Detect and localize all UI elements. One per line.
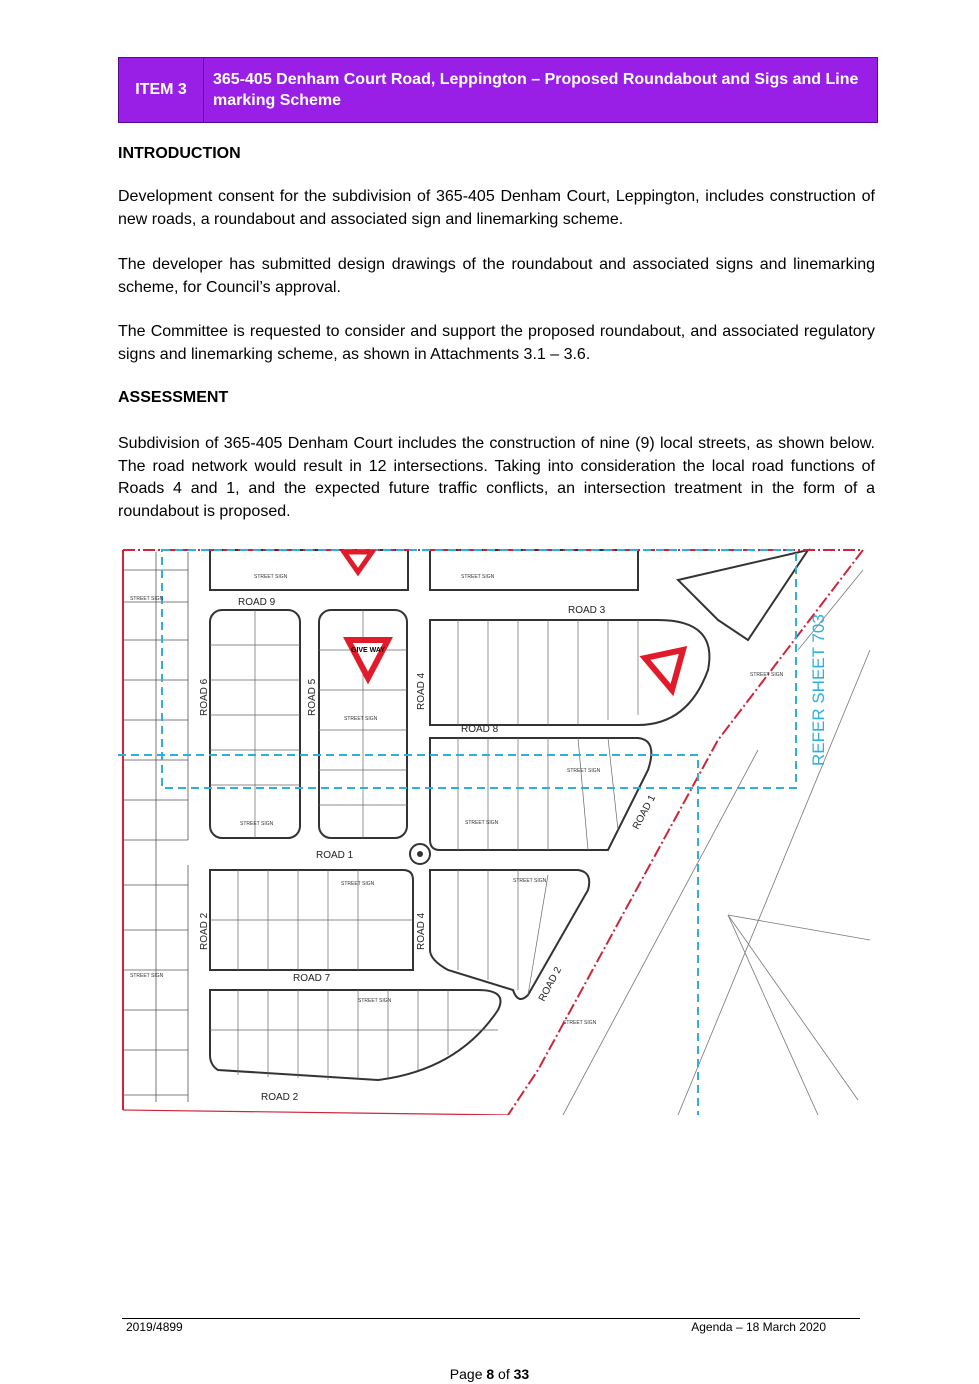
street-sign-label: STREET SIGN [750, 672, 784, 678]
subdivision-road-plan: GIVE WAY STREET SIGN STREET SIGN STREET … [118, 548, 871, 1115]
street-sign-label: STREET SIGN [358, 998, 392, 1004]
footer-divider [122, 1318, 860, 1319]
street-sign-label: STREET SIGN [563, 1020, 597, 1026]
road-8-label: ROAD 8 [461, 724, 499, 735]
road-9-label: ROAD 9 [238, 597, 276, 608]
background-lines [562, 569, 871, 1115]
street-blocks [209, 548, 811, 1082]
site-boundary-bottom [122, 1109, 509, 1115]
give-way-signs [339, 549, 688, 697]
road-3-label: ROAD 3 [568, 605, 606, 616]
intro-paragraph-3: The Committee is requested to consider a… [118, 323, 875, 363]
road-5-label: ROAD 5 [307, 678, 318, 716]
street-sign-label: STREET SIGN [130, 596, 164, 602]
road-2-left-label: ROAD 2 [199, 912, 210, 950]
street-sign-label: STREET SIGN [240, 821, 274, 827]
page-number: Page 8 of 33 [449, 1366, 530, 1382]
item-number: ITEM 3 [119, 58, 204, 122]
intro-paragraph-2: The developer has submitted design drawi… [118, 256, 875, 296]
road-1-label: ROAD 1 [316, 850, 354, 861]
assessment-paragraph: Subdivision of 365-405 Denham Court incl… [118, 435, 875, 520]
street-sign-label: STREET SIGN [344, 716, 378, 722]
match-lines [118, 549, 797, 1115]
street-sign-label: STREET SIGN [254, 574, 288, 580]
street-sign-label: STREET SIGN [567, 768, 601, 774]
street-sign-label: STREET SIGN [461, 574, 495, 580]
road-1-diagonal-label: ROAD 1 [631, 793, 658, 831]
road-4-lower-label: ROAD 4 [416, 912, 427, 950]
street-sign-label: STREET SIGN [513, 878, 547, 884]
footer-reference: 2019/4899 [126, 1320, 183, 1334]
road-2-bottom-label: ROAD 2 [261, 1092, 299, 1103]
street-sign-label: STREET SIGN [341, 881, 375, 887]
road-7-label: ROAD 7 [293, 973, 331, 984]
left-lots [122, 552, 189, 1102]
introduction-heading: INTRODUCTION [118, 145, 241, 162]
street-sign-label: STREET SIGN [130, 973, 164, 979]
give-way-sign-text: GIVE WAY [351, 647, 385, 654]
street-sign-labels: STREET SIGN STREET SIGN STREET SIGN STRE… [130, 574, 784, 1026]
road-6-label: ROAD 6 [199, 678, 210, 716]
street-sign-label: STREET SIGN [465, 820, 499, 826]
refer-sheet-label: REFER SHEET 703 [809, 614, 828, 766]
intro-paragraph-1: Development consent for the subdivision … [118, 188, 875, 228]
item-header-bar: ITEM 3 365-405 Denham Court Road, Leppin… [118, 57, 878, 123]
road-4-upper-label: ROAD 4 [416, 672, 427, 710]
item-title: 365-405 Denham Court Road, Leppington – … [213, 71, 859, 109]
footer-agenda-date: Agenda – 18 March 2020 [691, 1320, 826, 1334]
roundabout [409, 843, 431, 865]
assessment-heading: ASSESSMENT [118, 389, 229, 406]
